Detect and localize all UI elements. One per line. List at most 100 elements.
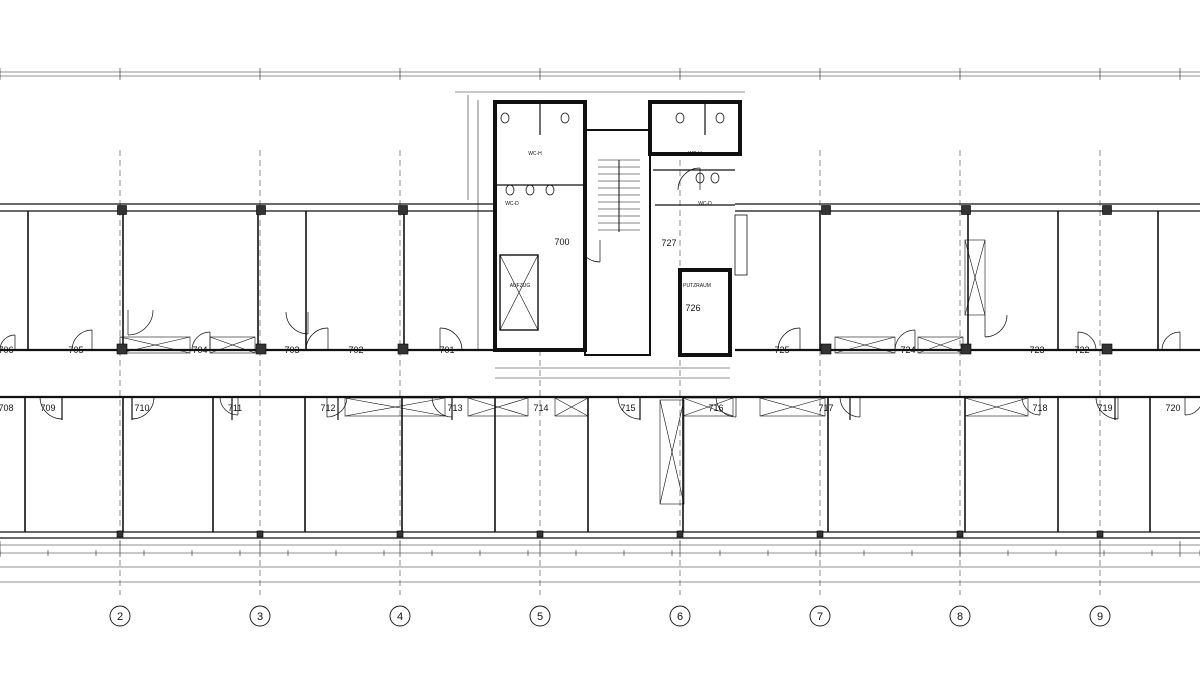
sanitary-fixture — [545, 184, 555, 196]
axis-number: 5 — [537, 611, 543, 623]
room-number-lower: 709 — [40, 403, 55, 413]
column — [536, 530, 544, 538]
room-number-lower: 716 — [708, 403, 723, 413]
elevator-shaft — [499, 254, 539, 331]
door-arc — [0, 334, 16, 351]
column — [821, 205, 831, 215]
door-arc — [839, 396, 861, 418]
room-number-lower: 711 — [228, 403, 242, 413]
column — [117, 205, 127, 215]
door-arc — [984, 314, 1008, 338]
window-box — [917, 336, 964, 354]
door-arc — [127, 309, 154, 336]
window-box — [964, 397, 1029, 417]
column — [397, 343, 409, 355]
door-arc — [326, 396, 348, 418]
door-arc — [677, 167, 701, 191]
central-core — [493, 100, 748, 357]
sanitary-fixture — [560, 112, 570, 124]
wc-label: WC-D — [698, 201, 712, 207]
door-arc — [1161, 331, 1181, 351]
column — [956, 530, 964, 538]
door-arc — [1184, 406, 1200, 416]
door-arc — [219, 396, 239, 416]
wc-label: WC-H — [688, 151, 702, 157]
sanitary-fixture — [675, 112, 685, 124]
sanitary-fixture — [710, 172, 720, 184]
elevator-shaft — [499, 254, 539, 331]
cleaning-room-label: PUTZRAUM — [683, 283, 711, 289]
column — [820, 343, 832, 355]
window-box — [964, 239, 986, 316]
axis-number: 9 — [1097, 611, 1103, 623]
sanitary-fixture — [500, 112, 510, 124]
room-number-stair: 700 — [554, 237, 569, 247]
column — [1101, 343, 1113, 355]
door-arc — [777, 327, 801, 351]
doors — [0, 167, 1200, 420]
window-box — [964, 397, 1029, 417]
axis-number: 2 — [117, 611, 123, 623]
column — [255, 343, 267, 355]
axis-bubble — [669, 605, 691, 627]
axis-number: 7 — [817, 611, 823, 623]
room-number-upper: 701 — [439, 345, 454, 355]
axis-bubble — [529, 605, 551, 627]
column — [961, 205, 971, 215]
window-box — [964, 239, 986, 316]
dimension-lines — [0, 68, 1200, 583]
window-box — [209, 336, 256, 354]
column — [816, 530, 824, 538]
elevator-label: AUFZUG — [510, 283, 531, 289]
window-box — [467, 397, 529, 417]
sanitary-fixture — [505, 184, 515, 196]
room-number-upper: 706 — [0, 345, 14, 355]
sanitary-fixture — [715, 112, 725, 124]
axis-number: 6 — [677, 611, 683, 623]
window-box — [659, 399, 685, 505]
room-number-upper: 727 — [661, 238, 676, 248]
room-number-lower: 720 — [1165, 403, 1180, 413]
window-box — [119, 336, 191, 354]
column — [398, 205, 408, 215]
room-number-upper: 722 — [1074, 345, 1089, 355]
room-number-lower: 710 — [134, 403, 149, 413]
door-arc — [305, 327, 329, 351]
room-number-lower: 718 — [1032, 403, 1047, 413]
room-number-upper: 704 — [192, 345, 207, 355]
room-number-lower: 717 — [818, 403, 833, 413]
kitchenette — [734, 214, 748, 276]
column — [1096, 530, 1104, 538]
room-number-lower: 714 — [533, 403, 548, 413]
sanitary-fixture — [525, 184, 535, 196]
room-number-upper: 723 — [1029, 345, 1044, 355]
window-box — [209, 336, 256, 354]
window-box — [344, 397, 446, 417]
stair-shaft — [584, 129, 651, 356]
column — [256, 205, 266, 215]
core-wall — [493, 100, 587, 352]
walls — [0, 203, 1200, 539]
structural-columns — [116, 205, 1113, 538]
window-openings — [119, 239, 1029, 505]
door-arc — [1095, 396, 1119, 420]
axis-bubble — [949, 605, 971, 627]
room-number-upper: 705 — [68, 345, 83, 355]
window-box — [554, 397, 589, 417]
wc-label: WC-D — [505, 201, 519, 207]
room-number-upper: 725 — [774, 345, 789, 355]
core-wall — [648, 100, 742, 156]
window-box — [344, 397, 446, 417]
wc-label: WC-H — [528, 151, 542, 157]
door-arc — [39, 396, 63, 420]
window-box — [682, 397, 734, 417]
door-arc — [71, 329, 93, 351]
room-number-upper: 702 — [348, 345, 363, 355]
window-box — [834, 336, 896, 354]
window-box — [467, 397, 529, 417]
column — [116, 343, 128, 355]
window-box — [682, 397, 734, 417]
axis-bubble — [809, 605, 831, 627]
